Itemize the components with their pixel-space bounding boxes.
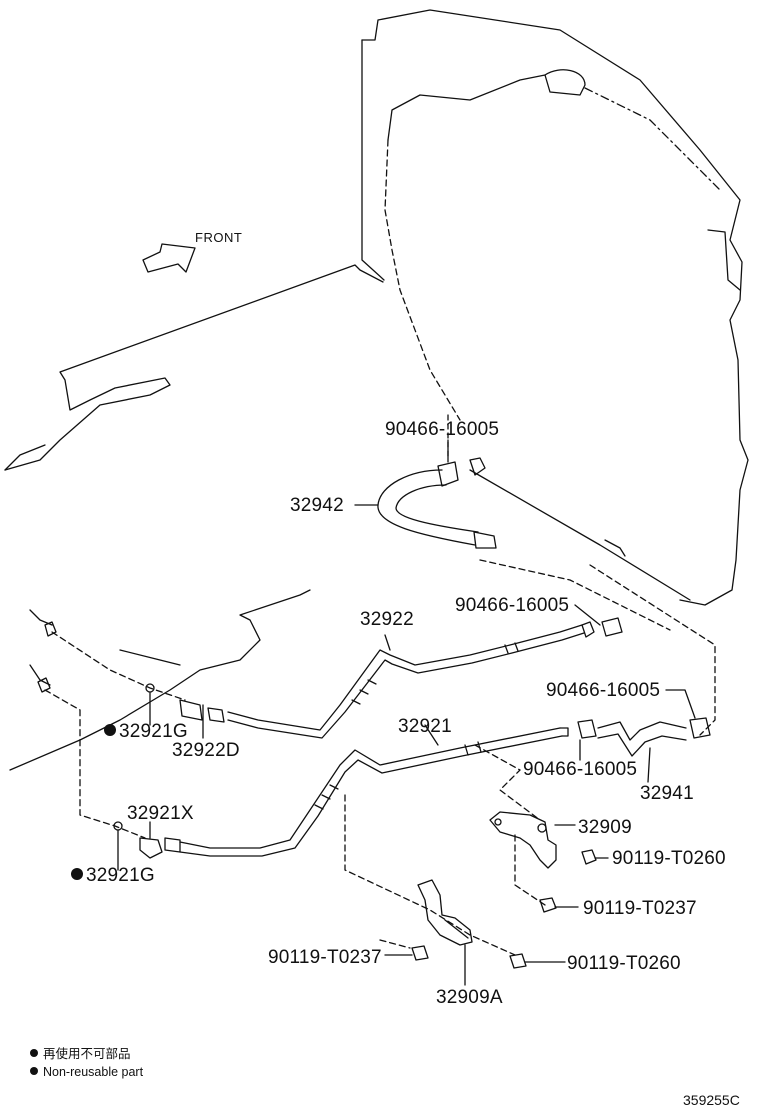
part-label-32922[interactable]: 32922	[360, 609, 414, 630]
part-label-32941[interactable]: 32941	[640, 783, 694, 804]
part-label-90119-t0260-lower[interactable]: 90119-T0260	[567, 953, 681, 974]
tube-32921-drawing	[179, 727, 569, 857]
part-label-32921g-upper[interactable]: 32921G	[104, 722, 188, 741]
fittings	[37, 621, 225, 859]
front-label: FRONT	[195, 230, 243, 245]
bullet-icon	[30, 1049, 38, 1057]
bracket-32909-drawing	[489, 811, 557, 869]
legend-english: Non-reusable part	[30, 1066, 143, 1079]
part-label-90466-16005-mid[interactable]: 90466-16005	[455, 595, 570, 616]
clamps	[577, 617, 711, 739]
tube-32922-drawing	[227, 621, 595, 739]
part-label-32921g-lower[interactable]: 32921G	[71, 866, 155, 885]
figure-number: 359255C	[683, 1092, 740, 1108]
bracket-32909a-drawing	[417, 879, 473, 946]
front-arrow-icon	[142, 243, 196, 273]
part-label-32909a[interactable]: 32909A	[436, 987, 503, 1008]
part-label-32921[interactable]: 32921	[398, 716, 452, 737]
label-leaders	[117, 439, 696, 986]
part-label-32922d[interactable]: 32922D	[172, 740, 240, 761]
radiator-outline	[361, 9, 749, 606]
bolts	[411, 849, 597, 969]
part-label-32921x[interactable]: 32921X	[127, 803, 194, 824]
engine-body-outline	[4, 264, 384, 771]
part-label-32942[interactable]: 32942	[290, 495, 344, 516]
part-label-90466-16005-lower[interactable]: 90466-16005	[523, 759, 638, 780]
part-label-90119-t0237-right[interactable]: 90119-T0237	[583, 898, 697, 919]
non-reusable-dot-icon	[71, 868, 83, 880]
part-label-90119-t0237-left[interactable]: 90119-T0237	[268, 947, 382, 968]
part-label-32909[interactable]: 32909	[578, 817, 632, 838]
bullet-icon	[30, 1067, 38, 1075]
legend-japanese: 再使用不可部品	[30, 1048, 131, 1061]
hose-32941-drawing	[597, 721, 687, 757]
part-label-90466-16005-upper[interactable]: 90466-16005	[385, 419, 500, 440]
non-reusable-dot-icon	[104, 724, 116, 736]
part-label-90119-t0260-upper[interactable]: 90119-T0260	[612, 848, 726, 869]
leader-dashes	[44, 559, 716, 956]
part-label-90466-16005-right[interactable]: 90466-16005	[546, 680, 661, 701]
